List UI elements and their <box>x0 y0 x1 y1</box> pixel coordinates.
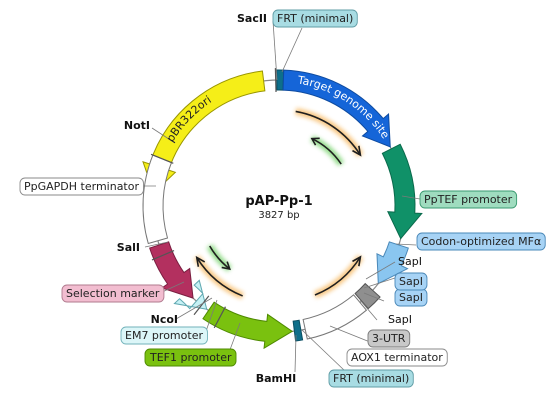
feature-pptef[interactable] <box>381 143 423 240</box>
feature-tef1[interactable] <box>202 301 294 350</box>
feature-layer <box>142 68 423 350</box>
leader-frt-bottom <box>301 329 346 372</box>
label-em7-promoter-text: EM7 promoter <box>125 329 203 342</box>
leader-sali <box>144 241 169 248</box>
label-codon-optimized-mfa-text: Codon-optimized MFα <box>421 235 541 248</box>
site-tick <box>151 249 175 261</box>
site-tick <box>213 306 227 329</box>
label-aox1-terminator-text: AOX1 terminator <box>351 351 443 364</box>
label-pptef-promoter[interactable]: PpTEF promoter <box>419 190 518 209</box>
label-frt-bottom-text: FRT (minimal) <box>333 372 409 385</box>
primer-arrow-selection-orange <box>193 255 245 300</box>
feature-frt-bottom[interactable] <box>292 319 304 342</box>
label-tef1-promoter-box <box>144 348 237 367</box>
label-3utr[interactable]: 3-UTR <box>367 329 411 348</box>
label-codon-optimized-mfa-box <box>416 232 546 251</box>
primer-arrow-selection-green <box>206 244 232 272</box>
leader-sacii <box>272 20 278 81</box>
label-frt-bottom[interactable]: FRT (minimal) <box>328 369 414 388</box>
leader-bamhi <box>294 334 297 373</box>
pbr322ori-label: pBR322ori <box>164 93 214 144</box>
feature-utr[interactable] <box>354 282 381 310</box>
leader-frt-top <box>281 27 303 73</box>
feature-em7[interactable] <box>173 279 208 310</box>
label-frt-top[interactable]: FRT (minimal) <box>272 9 358 28</box>
leader-lines-layer <box>133 20 421 373</box>
label-tef1-promoter[interactable]: TEF1 promoter <box>144 348 237 367</box>
label-pptef-promoter-text: PpTEF promoter <box>424 193 513 206</box>
leader-em7 <box>204 299 218 335</box>
site-label-sapi-4: SapI <box>388 313 412 326</box>
site-label-sacii: SacII <box>237 12 267 25</box>
label-em7-promoter[interactable]: EM7 promoter <box>120 326 208 345</box>
label-selection-marker[interactable]: Selection marker <box>61 284 165 303</box>
label-codon-optimized-mfa[interactable]: Codon-optimized MFα <box>416 232 546 251</box>
label-aox1-terminator[interactable]: AOX1 terminator <box>346 348 448 367</box>
label-ppgapdh-terminator-text: PpGAPDH terminator <box>24 180 139 193</box>
label-ppgapdh-terminator[interactable]: PpGAPDH terminator <box>19 177 144 196</box>
leader-noti <box>151 127 176 144</box>
primer-arrow-target-green <box>310 135 345 167</box>
label-sapi-2[interactable]: SapI <box>394 272 428 291</box>
label-frt-bottom-box <box>328 369 414 388</box>
site-tick <box>193 295 210 316</box>
site-label-bamhi: BamHI <box>256 372 297 385</box>
label-sapi-3[interactable]: SapI <box>394 288 428 307</box>
center-layer: pAP-Pp-1 3827 bp <box>245 194 312 221</box>
label-3utr-text: 3-UTR <box>372 332 406 345</box>
leader-pptef <box>401 195 421 200</box>
plasmid-name: pAP-Pp-1 <box>245 194 312 209</box>
primer-arrows-layer <box>193 108 364 300</box>
leader-3utr <box>359 299 378 321</box>
label-tef1-promoter-text: TEF1 promoter <box>149 351 232 364</box>
label-sapi-3-text: SapI <box>399 291 423 304</box>
feature-aox1[interactable] <box>302 294 368 340</box>
site-label-sapi-1: SapI <box>398 255 422 268</box>
label-sapi-2-text: SapI <box>399 275 423 288</box>
primer-arrow-target-orange <box>294 108 364 158</box>
site-label-sali: SalI <box>117 241 140 254</box>
site-label-ncoi: NcoI <box>151 313 178 326</box>
leader-ncoi <box>175 297 213 320</box>
label-pptef-promoter-box <box>419 190 518 209</box>
label-em7-promoter-box <box>120 326 208 345</box>
feature-mfa[interactable] <box>376 241 409 285</box>
label-frt-top-box <box>272 9 358 28</box>
site-label-noti: NotI <box>124 119 150 132</box>
leader-sapi-4 <box>363 292 385 302</box>
leader-sapi-3 <box>363 277 396 289</box>
label-ppgapdh-terminator-box <box>19 177 144 196</box>
label-frt-top-text: FRT (minimal) <box>277 12 353 25</box>
leader-mfa <box>395 243 417 246</box>
label-sapi-2-box <box>394 272 428 291</box>
site-tick <box>274 68 277 93</box>
site-tick <box>150 153 174 164</box>
plasmid-length: 3827 bp <box>258 210 299 221</box>
label-3utr-box <box>367 329 411 348</box>
leader-sapi-2 <box>365 261 396 280</box>
primer-arrow-mfa-orange <box>313 254 364 299</box>
label-selection-marker-box <box>61 284 165 303</box>
label-aox1-terminator-box <box>346 348 448 367</box>
feature-target[interactable] <box>282 69 391 148</box>
label-selection-marker-text: Selection marker <box>66 287 160 300</box>
